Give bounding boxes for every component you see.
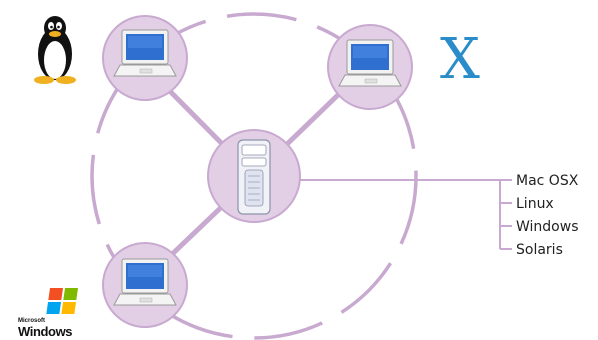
server-tower-icon (237, 139, 271, 215)
os-label-windows: Windows (516, 219, 579, 235)
tux-penguin-icon (34, 16, 76, 84)
laptop-node-top-left (102, 15, 188, 101)
os-label-mac: Mac OSX (516, 173, 579, 189)
mac-x-text: X (440, 27, 480, 92)
laptop-icon (113, 258, 177, 306)
windows-logo-small-text: Microsoft (18, 318, 45, 324)
laptop-icon (338, 39, 402, 87)
os-label-linux: Linux (516, 196, 554, 212)
mac-x-icon: X (440, 27, 480, 92)
laptop-icon (113, 29, 177, 77)
os-bracket (499, 179, 512, 250)
windows-logo-text: Windows (18, 324, 72, 339)
server-node (207, 129, 301, 223)
network-ring (90, 12, 418, 340)
laptop-node-bottom-left (102, 242, 188, 328)
windows-logo-icon: Microsoft Windows (18, 288, 78, 339)
laptop-node-top-right (327, 24, 413, 110)
os-label-solaris: Solaris (516, 242, 563, 258)
